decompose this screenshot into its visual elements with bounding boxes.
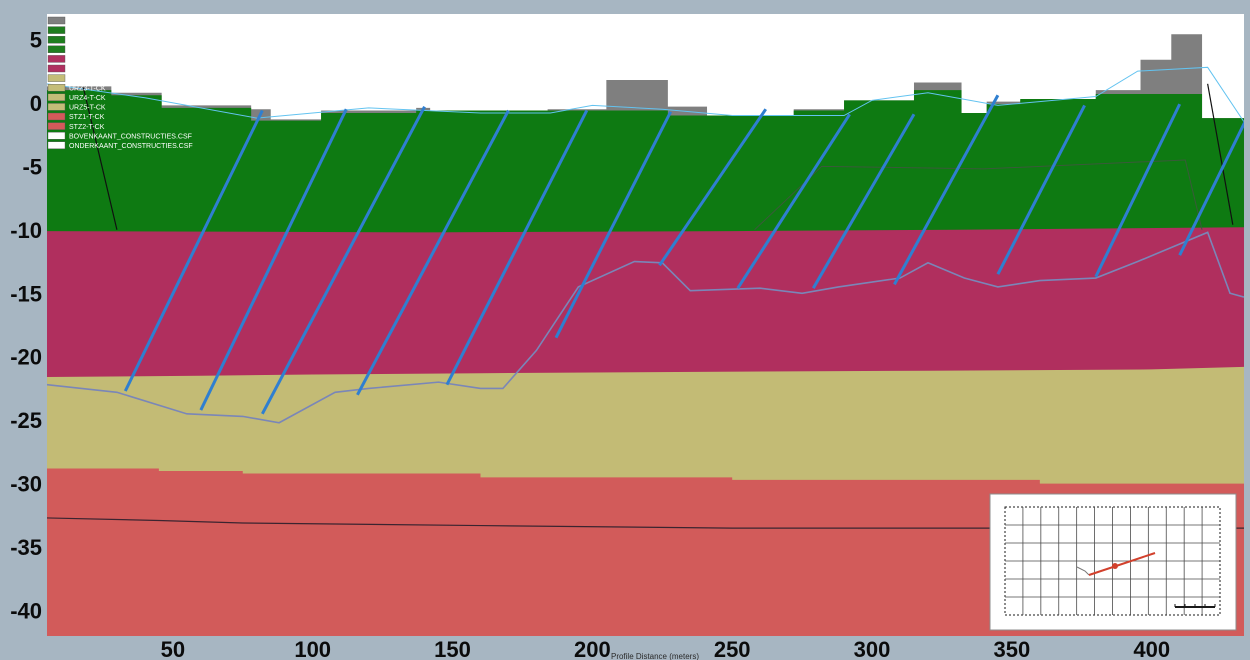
legend-label: KRZ2-T-CK bbox=[69, 57, 106, 64]
onderkaant-constructies-line bbox=[47, 231, 1244, 424]
legend-swatch bbox=[47, 83, 66, 92]
bore-group bbox=[123, 94, 1244, 415]
bore-line-7 bbox=[658, 108, 767, 267]
inset-frame bbox=[989, 493, 1237, 631]
legend-label: URZ4-T-CK bbox=[69, 95, 106, 102]
bore-line-13 bbox=[1178, 120, 1244, 256]
y-tick-label: -10 bbox=[10, 218, 42, 243]
legend-label: STZ2-T-CK bbox=[69, 124, 105, 131]
y-tick-label: -5 bbox=[22, 154, 42, 179]
legend-label: BOVENKAANT_CONSTRUCTIES.CSF bbox=[69, 133, 192, 140]
boundary-left-line bbox=[82, 87, 118, 230]
legend-label: URZ3-T-CK bbox=[69, 85, 106, 92]
x-tick-label: 200 bbox=[574, 637, 611, 660]
y-axis: 5 0 -5 -10 -15 -20 -25 -30 -35 -40 bbox=[0, 0, 47, 660]
legend-label: ONDERKAANT_CONSTRUCTIES.CSF bbox=[69, 143, 193, 150]
legend-swatch bbox=[47, 26, 66, 34]
legend-swatch bbox=[47, 74, 66, 82]
y-tick-label: -35 bbox=[10, 535, 42, 560]
bore-line-8 bbox=[736, 113, 851, 289]
bore-line-10 bbox=[893, 94, 1000, 286]
legend-label: URZ2-T-CK bbox=[69, 76, 106, 83]
x-tick-label: 100 bbox=[294, 637, 331, 660]
bore-line-12 bbox=[1094, 103, 1182, 278]
legend: MV_EENHEID-T-CK HLC_GEOTOPK1-T-CK HLC_GEOT… bbox=[47, 16, 193, 150]
legend-label: URZ5-T-CK bbox=[69, 105, 106, 112]
legend-swatch bbox=[47, 93, 66, 102]
bore-line-4 bbox=[356, 109, 510, 396]
inset-profile-marker bbox=[1112, 563, 1118, 569]
legend-swatch bbox=[47, 45, 66, 53]
legend-swatch bbox=[47, 103, 66, 111]
inset-map bbox=[989, 493, 1237, 631]
inset-profile-line bbox=[1088, 552, 1156, 576]
y-tick-label: -40 bbox=[10, 599, 42, 624]
bore-line-6 bbox=[554, 111, 673, 339]
bore-line-2 bbox=[199, 108, 348, 411]
legend-swatch bbox=[47, 16, 66, 25]
legend-label: STZ1-T-CK bbox=[69, 114, 105, 121]
x-tick-label: 400 bbox=[1133, 637, 1170, 660]
legend-swatch bbox=[47, 131, 66, 140]
inset-trace bbox=[1076, 566, 1090, 576]
y-tick-label: 5 bbox=[30, 27, 42, 52]
bore-line-9 bbox=[812, 113, 916, 289]
y-tick-label: -15 bbox=[10, 281, 42, 306]
y-tick-label: -30 bbox=[10, 472, 42, 497]
bore-line-1 bbox=[123, 109, 264, 392]
top-border bbox=[0, 0, 1250, 14]
legend-label: HLC_GEOTOPZ1-T-CK bbox=[69, 37, 143, 44]
x-tick-label: 50 bbox=[161, 637, 185, 660]
legend-swatch bbox=[47, 122, 66, 130]
x-tick-label: 150 bbox=[434, 637, 471, 660]
layer-group bbox=[47, 34, 1244, 636]
x-tick-label: 250 bbox=[714, 637, 751, 660]
layer-5 bbox=[47, 468, 1244, 636]
legend-swatch bbox=[47, 55, 66, 63]
legend-label: HLC_GEOTOPK1-T-CK bbox=[69, 28, 144, 35]
bore-line-11 bbox=[996, 104, 1086, 275]
y-tick-label: 0 bbox=[30, 91, 42, 116]
legend-label: HLC_GEOTOPK2-T-CK bbox=[69, 47, 144, 54]
inner-grey-line bbox=[754, 159, 1203, 231]
y-tick-label: -20 bbox=[10, 345, 42, 370]
legend-swatch bbox=[47, 64, 66, 73]
x-axis-band bbox=[0, 636, 1250, 660]
boven-constructies-line bbox=[47, 66, 1244, 123]
boundary-right-line bbox=[1207, 83, 1234, 225]
x-tick-label: 300 bbox=[854, 637, 891, 660]
bore-line-3 bbox=[261, 105, 426, 415]
right-border bbox=[1244, 0, 1250, 660]
x-axis-label: Profile Distance (meters) bbox=[611, 652, 699, 660]
legend-label: KRZ1-T-CK bbox=[69, 66, 106, 73]
legend-swatch bbox=[47, 112, 66, 121]
y-tick-label: -25 bbox=[10, 408, 42, 433]
legend-swatch bbox=[47, 141, 66, 150]
x-tick-label: 350 bbox=[994, 637, 1031, 660]
legend-label: MV_EENHEID-T-CK bbox=[69, 18, 133, 25]
legend-swatch bbox=[47, 36, 66, 44]
y-axis-band bbox=[0, 0, 47, 660]
bore-line-5 bbox=[445, 109, 589, 386]
